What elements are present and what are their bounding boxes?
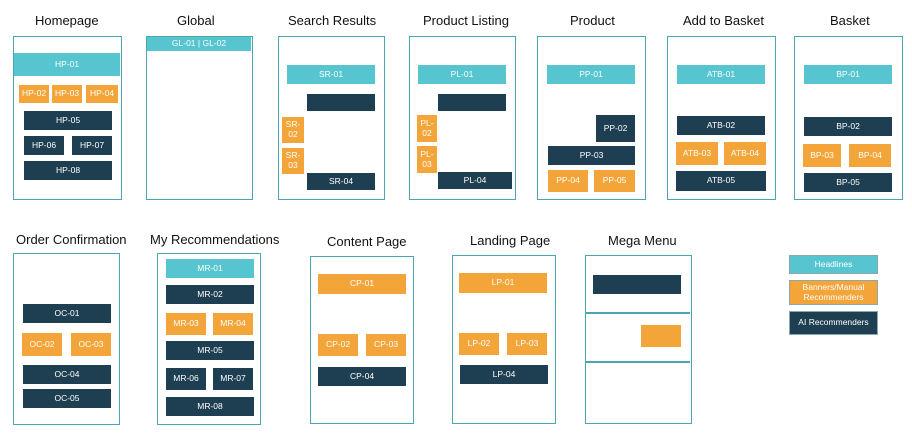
legend-ai: AI Recommenders [789, 311, 878, 335]
lp-02-block[interactable]: LP-02 [459, 333, 499, 355]
oc-03-block[interactable]: OC-03 [71, 333, 111, 356]
sr-01-block[interactable]: SR-01 [287, 65, 375, 84]
hp-07-block[interactable]: HP-07 [72, 136, 112, 155]
oc-02-block[interactable]: OC-02 [22, 333, 62, 356]
my-recommendations-frame: MR-01 MR-02 MR-03 MR-04 MR-05 MR-06 MR-0… [157, 253, 261, 425]
hp-04-block[interactable]: HP-04 [86, 85, 118, 103]
cp-03-block[interactable]: CP-03 [366, 334, 406, 356]
mega-menu-banner-block[interactable] [641, 325, 681, 347]
product-title: Product [570, 13, 615, 28]
mega-menu-title: Mega Menu [608, 233, 677, 248]
legend-headlines: Headlines [789, 255, 878, 274]
bp-04-block[interactable]: BP-04 [849, 144, 891, 167]
order-confirmation-title: Order Confirmation [16, 232, 127, 247]
global-title: Global [177, 13, 215, 28]
pp-02-block[interactable]: PP-02 [596, 115, 635, 142]
basket-frame: BP-01 BP-02 BP-03 BP-04 BP-05 [794, 36, 903, 200]
cp-04-block[interactable]: CP-04 [318, 367, 406, 386]
hp-02-block[interactable]: HP-02 [19, 85, 49, 103]
search-results-frame: SR-01 SR-02 SR-03 SR-04 [278, 36, 385, 200]
product-listing-title: Product Listing [423, 13, 509, 28]
hp-05-block[interactable]: HP-05 [24, 111, 112, 130]
pl-04-block[interactable]: PL-04 [438, 172, 512, 189]
landing-page-frame: LP-01 LP-02 LP-03 LP-04 [452, 255, 556, 424]
basket-title: Basket [830, 13, 870, 28]
lp-01-block[interactable]: LP-01 [459, 273, 547, 293]
mr-05-block[interactable]: MR-05 [166, 341, 254, 360]
mr-01-block[interactable]: MR-01 [166, 259, 254, 278]
cp-02-block[interactable]: CP-02 [318, 334, 358, 356]
pp-04-block[interactable]: PP-04 [548, 170, 588, 192]
sr-04-block[interactable]: SR-04 [307, 173, 375, 190]
lp-04-block[interactable]: LP-04 [460, 365, 548, 384]
oc-05-block[interactable]: OC-05 [23, 389, 111, 408]
content-page-title: Content Page [327, 234, 407, 249]
order-confirmation-frame: OC-01 OC-02 OC-03 OC-04 OC-05 [13, 253, 120, 425]
search-results-title: Search Results [288, 13, 377, 28]
sr-ai-block-1[interactable] [307, 94, 375, 111]
bp-05-block[interactable]: BP-05 [804, 173, 892, 192]
pl-03-block[interactable]: PL-03 [417, 146, 437, 173]
landing-page-title: Landing Page [470, 233, 551, 248]
oc-01-block[interactable]: OC-01 [23, 304, 111, 323]
pl-02-block[interactable]: PL-02 [417, 115, 437, 142]
homepage-frame: HP-01 HP-02 HP-03 HP-04 HP-05 HP-06 HP-0… [13, 36, 122, 200]
product-frame: PP-01 PP-02 PP-03 PP-04 PP-05 [537, 36, 646, 200]
mega-menu-ai-block[interactable] [593, 275, 681, 294]
mr-08-block[interactable]: MR-08 [166, 397, 254, 416]
oc-04-block[interactable]: OC-04 [23, 365, 111, 384]
legend-banners: Banners/Manual Recommenders [789, 280, 878, 305]
pp-03-block[interactable]: PP-03 [548, 146, 635, 165]
mr-06-block[interactable]: MR-06 [166, 368, 206, 390]
mega-menu-divider-2 [586, 361, 690, 363]
global-frame: GL-01 | GL-02 [146, 36, 253, 200]
my-recommendations-title: My Recommendations [150, 232, 280, 247]
bp-02-block[interactable]: BP-02 [804, 117, 892, 136]
sr-03-block[interactable]: SR-03 [282, 148, 304, 174]
lp-03-block[interactable]: LP-03 [507, 333, 547, 355]
atb-02-block[interactable]: ATB-02 [677, 116, 765, 135]
bp-01-block[interactable]: BP-01 [804, 65, 892, 84]
cp-01-block[interactable]: CP-01 [318, 274, 406, 294]
pl-01-block[interactable]: PL-01 [418, 65, 506, 84]
mr-03-block[interactable]: MR-03 [166, 313, 206, 335]
mr-07-block[interactable]: MR-07 [213, 368, 253, 390]
product-listing-frame: PL-01 PL-02 PL-03 PL-04 [409, 36, 516, 200]
content-page-frame: CP-01 CP-02 CP-03 CP-04 [310, 256, 414, 424]
hp-03-block[interactable]: HP-03 [52, 85, 82, 103]
hp-01-block[interactable]: HP-01 [14, 53, 120, 76]
pp-01-block[interactable]: PP-01 [547, 65, 635, 84]
add-to-basket-title: Add to Basket [683, 13, 764, 28]
atb-04-block[interactable]: ATB-04 [724, 142, 766, 165]
homepage-title: Homepage [35, 13, 99, 28]
bp-03-block[interactable]: BP-03 [803, 144, 841, 167]
mr-02-block[interactable]: MR-02 [166, 285, 254, 304]
sr-02-block[interactable]: SR-02 [282, 117, 304, 143]
atb-03-block[interactable]: ATB-03 [676, 142, 718, 165]
hp-06-block[interactable]: HP-06 [24, 136, 64, 155]
pp-05-block[interactable]: PP-05 [594, 170, 635, 192]
mr-04-block[interactable]: MR-04 [213, 313, 253, 335]
atb-05-block[interactable]: ATB-05 [676, 171, 766, 191]
atb-01-block[interactable]: ATB-01 [677, 65, 765, 84]
hp-08-block[interactable]: HP-08 [24, 161, 112, 180]
pl-ai-block-1[interactable] [438, 94, 506, 111]
gl-01-02-block[interactable]: GL-01 | GL-02 [147, 37, 251, 51]
mega-menu-frame [585, 255, 692, 424]
add-to-basket-frame: ATB-01 ATB-02 ATB-03 ATB-04 ATB-05 [667, 36, 776, 200]
mega-menu-divider-1 [586, 312, 690, 314]
